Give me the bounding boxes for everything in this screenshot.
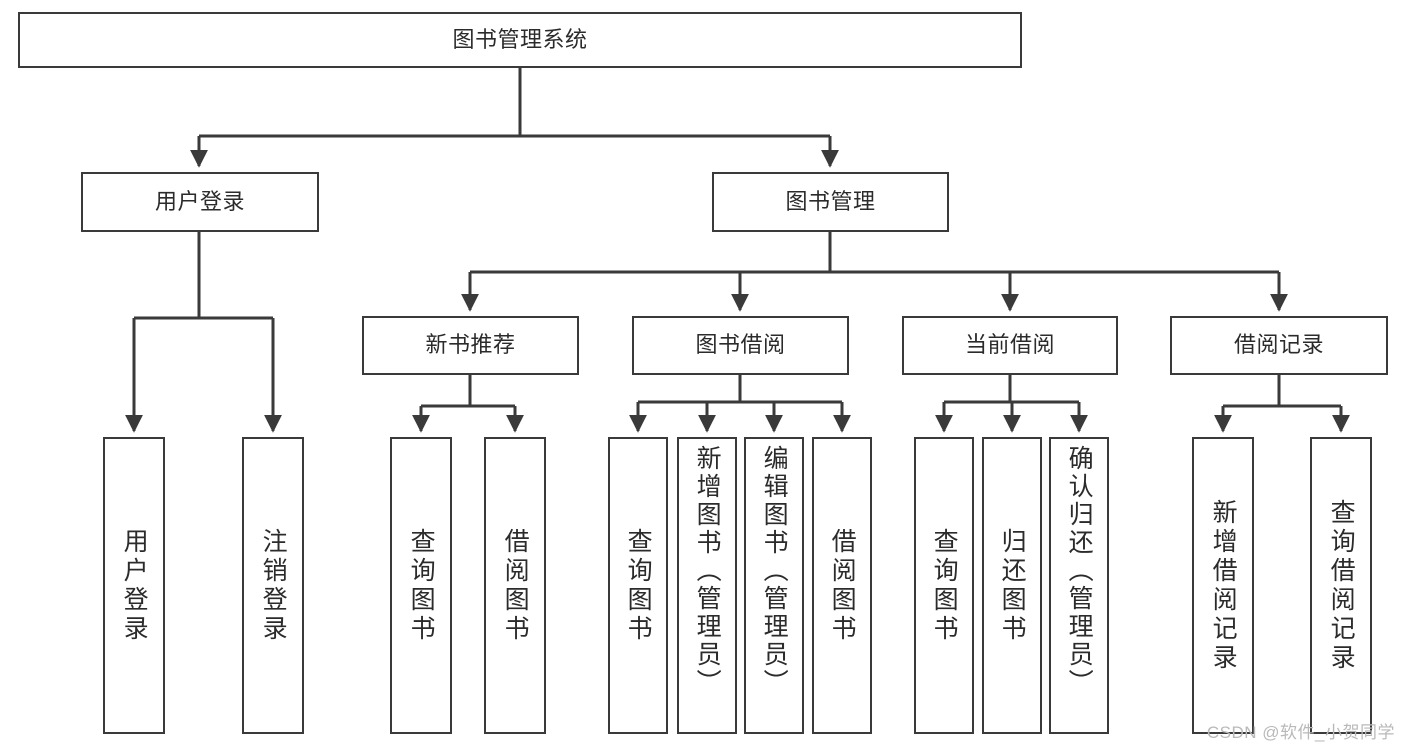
node-leaf-return-book-label: 归还图书 <box>998 527 1027 644</box>
node-leaf-query-book-2-label: 查询图书 <box>624 527 653 644</box>
node-leaf-query-book-2[interactable]: 查询图书 <box>608 437 668 734</box>
node-leaf-query-borrow-record-label: 查询借阅记录 <box>1327 498 1356 673</box>
node-borrow-record-label: 借阅记录 <box>1233 332 1324 358</box>
node-leaf-query-book-3[interactable]: 查询图书 <box>914 437 974 734</box>
node-leaf-confirm-return-admin[interactable]: 确认归还（管理员） <box>1049 437 1109 734</box>
node-leaf-add-book-admin[interactable]: 新增图书（管理员） <box>677 437 737 734</box>
node-leaf-borrow-book-2-label: 借阅图书 <box>828 527 857 644</box>
node-leaf-confirm-return-admin-label: 确认归还（管理员） <box>1065 445 1094 697</box>
node-leaf-query-book-1-label: 查询图书 <box>407 527 436 644</box>
node-leaf-logout[interactable]: 注销登录 <box>242 437 304 734</box>
node-leaf-user-login[interactable]: 用户登录 <box>103 437 165 734</box>
node-book-management-label: 图书管理 <box>785 188 876 214</box>
node-new-book-recommend[interactable]: 新书推荐 <box>362 316 579 375</box>
node-root[interactable]: 图书管理系统 <box>18 12 1022 68</box>
node-leaf-borrow-book-2[interactable]: 借阅图书 <box>812 437 872 734</box>
node-current-borrow[interactable]: 当前借阅 <box>902 316 1118 375</box>
node-leaf-add-borrow-record[interactable]: 新增借阅记录 <box>1192 437 1254 734</box>
node-root-label: 图书管理系统 <box>452 26 588 52</box>
node-book-borrow[interactable]: 图书借阅 <box>632 316 849 375</box>
node-leaf-edit-book-admin[interactable]: 编辑图书（管理员） <box>744 437 804 734</box>
node-leaf-edit-book-admin-label: 编辑图书（管理员） <box>760 445 789 697</box>
node-user-login-label: 用户登录 <box>154 188 245 214</box>
watermark-text: CSDN @软件_小贺同学 <box>1206 723 1395 742</box>
node-current-borrow-label: 当前借阅 <box>964 332 1055 358</box>
node-leaf-query-book-1[interactable]: 查询图书 <box>390 437 452 734</box>
node-book-borrow-label: 图书借阅 <box>695 332 786 358</box>
node-leaf-add-book-admin-label: 新增图书（管理员） <box>693 445 722 697</box>
node-borrow-record[interactable]: 借阅记录 <box>1170 316 1388 375</box>
node-leaf-return-book[interactable]: 归还图书 <box>982 437 1042 734</box>
node-leaf-user-login-label: 用户登录 <box>120 527 149 644</box>
node-leaf-query-borrow-record[interactable]: 查询借阅记录 <box>1310 437 1372 734</box>
node-leaf-borrow-book-1-label: 借阅图书 <box>501 527 530 644</box>
node-leaf-query-book-3-label: 查询图书 <box>930 527 959 644</box>
node-user-login[interactable]: 用户登录 <box>81 172 319 232</box>
node-leaf-logout-label: 注销登录 <box>259 527 288 644</box>
node-leaf-borrow-book-1[interactable]: 借阅图书 <box>484 437 546 734</box>
node-book-management[interactable]: 图书管理 <box>712 172 949 232</box>
node-leaf-add-borrow-record-label: 新增借阅记录 <box>1209 498 1238 673</box>
node-new-book-recommend-label: 新书推荐 <box>425 332 516 358</box>
